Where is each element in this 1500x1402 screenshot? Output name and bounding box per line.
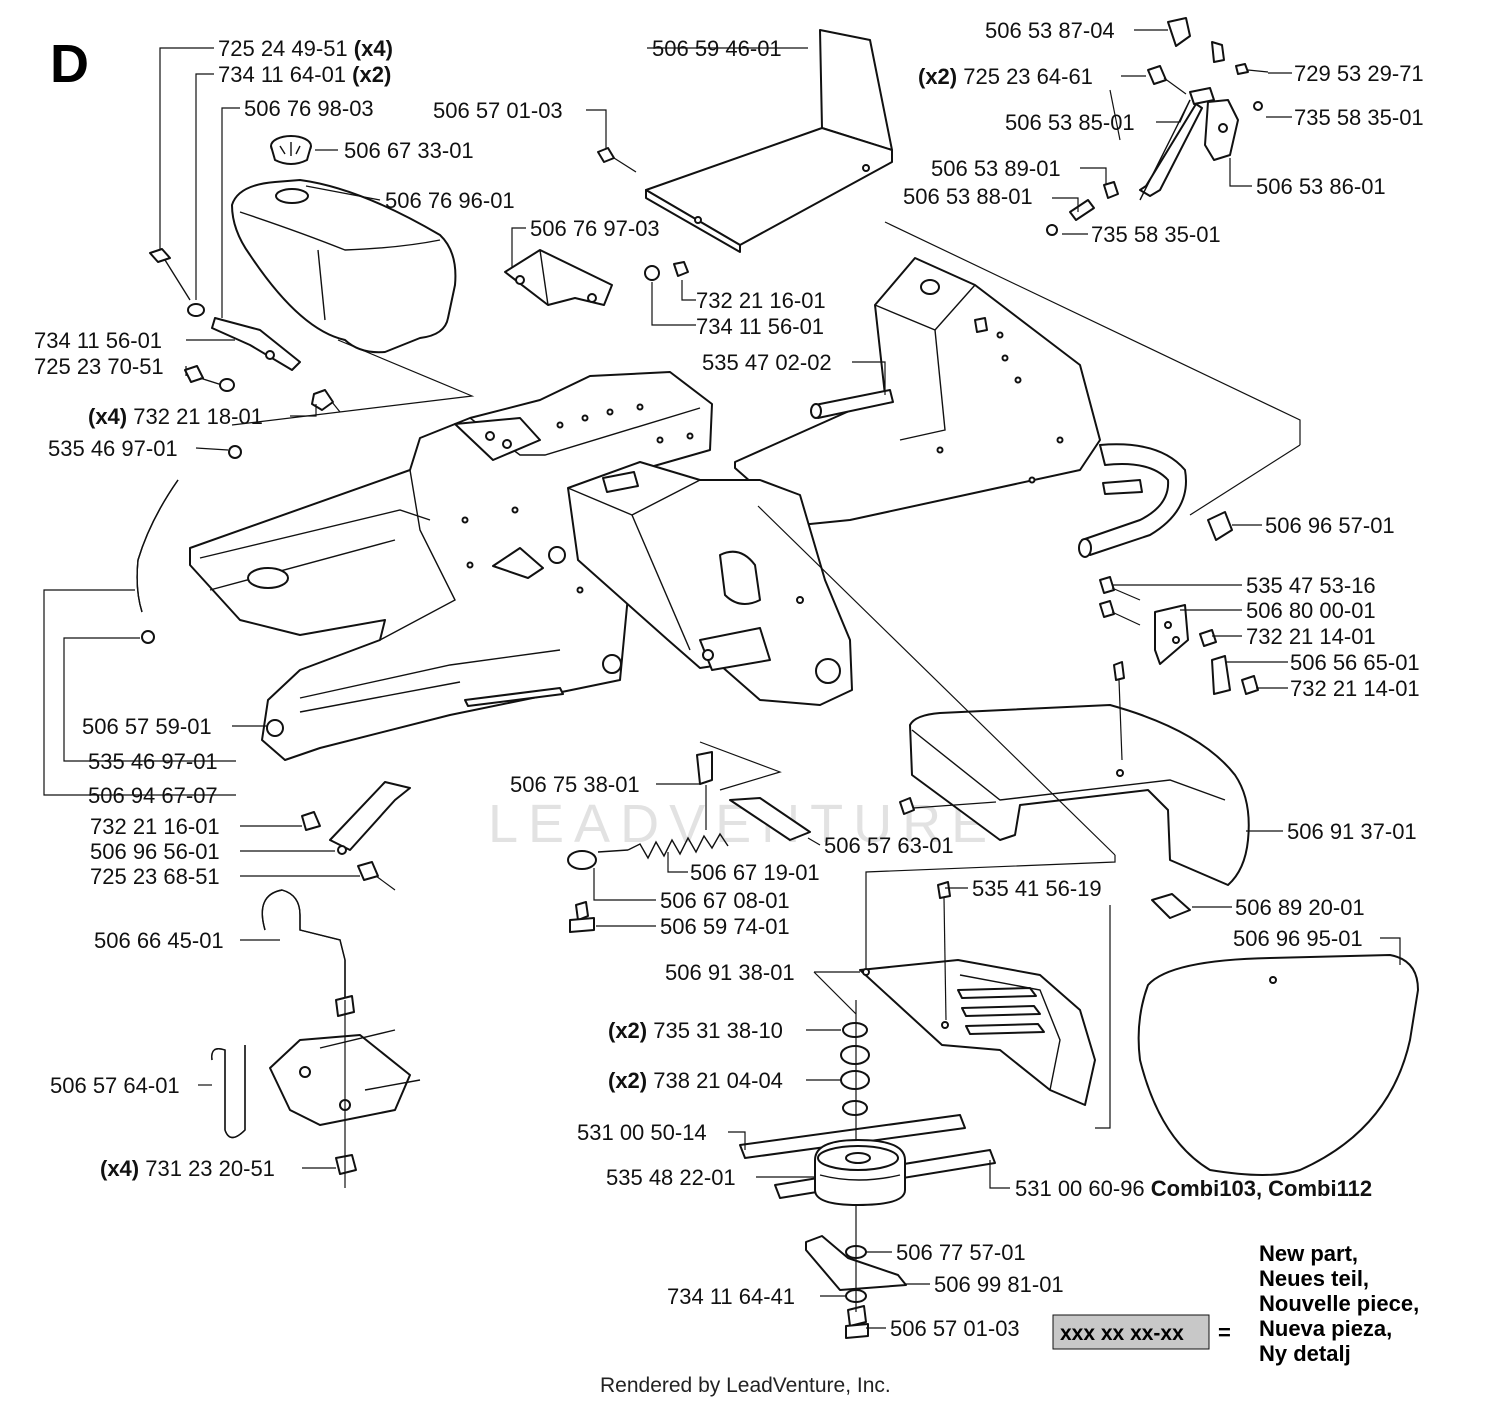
part-label[interactable]: 506 53 89-01 [931, 156, 1061, 181]
part-label[interactable]: 535 48 22-01 [606, 1165, 736, 1190]
tank-bracket-drawing [504, 249, 689, 306]
part-label[interactable]: 732 21 14-01 [1290, 676, 1420, 701]
part-label[interactable]: 732 21 16-01 [90, 814, 220, 839]
part-label[interactable]: 506 76 98-03 [244, 96, 374, 121]
part-label[interactable]: 729 53 29-71 [1294, 61, 1424, 86]
part-label[interactable]: 506 91 37-01 [1287, 819, 1417, 844]
belt-cover-drawing [899, 661, 1250, 886]
part-label[interactable]: 506 53 88-01 [903, 184, 1033, 209]
frame-holes [461, 403, 694, 594]
main-frame-drawing [189, 371, 713, 761]
part-label[interactable]: 506 67 19-01 [690, 860, 820, 885]
part-label[interactable]: 535 47 02-02 [702, 350, 832, 375]
fuel-tank-drawing [231, 135, 457, 354]
rear-frame-drawing [734, 257, 1187, 558]
legend-swatch-text: xxx xx xx-xx [1060, 1322, 1184, 1345]
part-label[interactable]: 506 75 38-01 [510, 772, 640, 797]
part-label[interactable]: 506 53 86-01 [1256, 174, 1386, 199]
pulley-blade-drawing [739, 1000, 996, 1339]
part-label[interactable]: 506 59 74-01 [660, 914, 790, 939]
part-label[interactable]: 506 59 46-01 [652, 36, 782, 61]
part-label[interactable]: 506 67 33-01 [344, 138, 474, 163]
part-label[interactable]: 535 46 97-01 [48, 436, 178, 461]
part-label[interactable]: 531 00 60-96 Combi103, Combi112 [1015, 1176, 1372, 1201]
part-label[interactable]: 725 23 70-51 [34, 354, 164, 379]
part-label[interactable]: 535 47 53-16 [1246, 573, 1376, 598]
part-label[interactable]: 735 58 35-01 [1091, 222, 1221, 247]
fuel-line-drawing [136, 445, 242, 644]
part-label[interactable]: 725 23 68-51 [90, 864, 220, 889]
legend-line-en: New part, [1259, 1241, 1358, 1266]
legend-line-fr: Nouvelle piece, [1259, 1291, 1419, 1316]
part-label[interactable]: 734 11 56-01 [696, 314, 824, 339]
new-part-legend: xxx xx xx-xx = New part, Neues teil, Nou… [1052, 1241, 1419, 1366]
part-label[interactable]: 506 94 67-07 [88, 783, 218, 808]
part-label[interactable]: 506 80 00-01 [1246, 598, 1376, 623]
part-label[interactable]: 734 11 56-01 [34, 328, 162, 353]
part-label[interactable]: 506 57 59-01 [82, 714, 212, 739]
part-label[interactable]: (x4) 731 23 20-51 [100, 1156, 275, 1181]
tank-strap-drawing [149, 248, 341, 413]
front-mount-drawing [567, 461, 853, 706]
leader-lines [43, 29, 1401, 1329]
part-label[interactable]: 506 76 96-01 [385, 188, 515, 213]
part-label[interactable]: 506 53 85-01 [1005, 110, 1135, 135]
seat-bracket-drawing [597, 29, 893, 253]
rear-frame-holes [936, 331, 1064, 484]
pedal-linkage-drawing [1046, 17, 1269, 236]
legend-swatch [1052, 1314, 1210, 1350]
part-label[interactable]: 506 96 95-01 [1233, 926, 1363, 951]
part-label[interactable]: (x2) 725 23 64-61 [918, 64, 1093, 89]
part-label[interactable]: 535 46 97-01 [88, 749, 218, 774]
part-label[interactable]: 506 67 08-01 [660, 888, 790, 913]
spring-idler-drawing [567, 751, 811, 933]
part-label[interactable]: 506 96 56-01 [90, 839, 220, 864]
part-label[interactable]: 506 57 64-01 [50, 1073, 180, 1098]
part-label[interactable]: 734 11 64-41 [667, 1284, 795, 1309]
part-label[interactable]: 732 21 14-01 [1246, 624, 1376, 649]
part-label[interactable]: 725 24 49-51 (x4) [218, 36, 393, 61]
right-brackets-drawing [1099, 576, 1259, 695]
part-label[interactable]: 506 77 57-01 [896, 1240, 1026, 1265]
left-mid-parts-drawing [211, 781, 421, 1188]
footer-credit: Rendered by LeadVenture, Inc. [600, 1374, 891, 1397]
part-label[interactable]: 506 57 01-03 [890, 1316, 1020, 1341]
legend-line-sv: Ny detalj [1259, 1341, 1351, 1366]
part-label[interactable]: 506 96 57-01 [1265, 513, 1395, 538]
part-label[interactable]: (x4) 732 21 18-01 [88, 404, 263, 429]
legend-line-es: Nueva pieza, [1259, 1316, 1392, 1341]
part-label[interactable]: 531 00 50-14 [577, 1120, 707, 1145]
part-label[interactable]: 506 57 63-01 [824, 833, 954, 858]
legend-line-de: Neues teil, [1259, 1266, 1369, 1291]
part-label[interactable]: 732 21 16-01 [696, 288, 826, 313]
part-label[interactable]: 535 41 56-19 [972, 876, 1102, 901]
pedal-pad-drawing [1207, 511, 1233, 541]
part-label[interactable]: 506 57 01-03 [433, 98, 563, 123]
section-letter: D [50, 34, 89, 94]
part-label[interactable]: 506 66 45-01 [94, 928, 224, 953]
side-panel-drawing [1137, 893, 1419, 1176]
part-label[interactable]: 506 91 38-01 [665, 960, 795, 985]
part-labels: 725 24 49-51 (x4) 734 11 64-01 (x2) 506 … [34, 18, 1424, 1341]
part-label[interactable]: 506 56 65-01 [1290, 650, 1420, 675]
assembly-guides [231, 89, 1301, 1129]
legend-equals: = [1218, 1320, 1231, 1345]
part-label[interactable]: (x2) 735 31 38-10 [608, 1018, 783, 1043]
part-drawings [136, 17, 1419, 1339]
part-label[interactable]: 506 53 87-04 [985, 18, 1115, 43]
part-label[interactable]: 506 99 81-01 [934, 1272, 1064, 1297]
belt-guard-drawing [859, 881, 1096, 1106]
part-label[interactable]: 506 76 97-03 [530, 216, 660, 241]
part-label[interactable]: 734 11 64-01 (x2) [218, 62, 391, 87]
part-label[interactable]: 506 89 20-01 [1235, 895, 1365, 920]
part-label[interactable]: (x2) 738 21 04-04 [608, 1068, 783, 1093]
part-label[interactable]: 735 58 35-01 [1294, 105, 1424, 130]
